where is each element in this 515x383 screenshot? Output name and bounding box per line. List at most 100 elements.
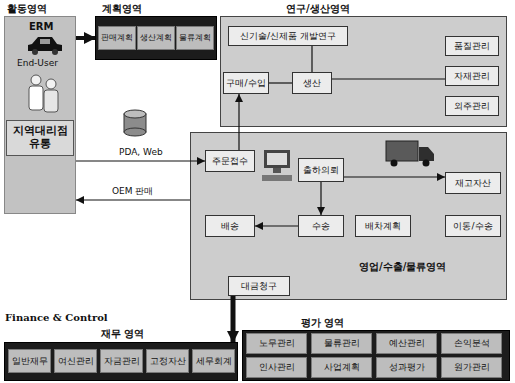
box-text: 배차계획 bbox=[365, 221, 401, 231]
process-box: 생산계획 bbox=[137, 26, 175, 50]
car-body bbox=[28, 37, 62, 51]
process-box: 물류관리 bbox=[311, 333, 372, 354]
region-heading: 평가 영역 bbox=[301, 317, 344, 329]
person-body bbox=[44, 90, 58, 112]
process-box: 자금관리 bbox=[100, 349, 143, 373]
box-text: 성과평가 bbox=[389, 362, 425, 372]
process-box: 인사관리 bbox=[246, 357, 307, 378]
box-text: 생산 bbox=[303, 78, 321, 88]
box-text: 세무회계 bbox=[196, 356, 232, 366]
box-text: 고정자산 bbox=[150, 356, 186, 366]
flow-arrow bbox=[231, 296, 236, 342]
box-text: 일반재무 bbox=[12, 356, 48, 366]
process-box: 성과평가 bbox=[376, 357, 437, 378]
truck-cab bbox=[419, 147, 434, 161]
box-text: 물류계획 bbox=[179, 33, 211, 42]
person-body bbox=[29, 86, 43, 110]
box-text: 재고자산 bbox=[455, 178, 491, 188]
box-text: 품질관리 bbox=[454, 41, 490, 51]
person-head bbox=[31, 75, 41, 85]
truck-wheel bbox=[391, 160, 398, 167]
sales-panel: 영업/수출/물류영역주문접수출하의뢰재고자산배송수송배차계획이동/수송대금청구 bbox=[190, 132, 507, 300]
box-text: 배송 bbox=[221, 221, 239, 231]
monitor bbox=[264, 150, 290, 168]
box-text: 원가관리 bbox=[454, 362, 490, 372]
box-text: 대금청구 bbox=[241, 281, 277, 291]
connector bbox=[255, 225, 298, 226]
connector bbox=[238, 94, 239, 150]
process-box: 수송 bbox=[298, 215, 344, 237]
process-box: 물류계획 bbox=[176, 26, 214, 50]
box-text: 손익분석 bbox=[454, 338, 490, 348]
process-box: 고정자산 bbox=[146, 349, 189, 373]
truck-cargo bbox=[386, 141, 418, 161]
finance-panel: 재무 영역일반재무여신관리자금관리고정자산세무회계 bbox=[4, 342, 238, 381]
truck-wheel bbox=[423, 160, 430, 167]
process-box: 대금청구 bbox=[228, 276, 290, 296]
monitor-stand bbox=[273, 168, 281, 173]
box-text: 수송 bbox=[312, 221, 330, 231]
process-box: 예산관리 bbox=[376, 333, 437, 354]
box-text: 외주관리 bbox=[454, 101, 490, 111]
process-box: 배차계획 bbox=[355, 215, 411, 237]
process-box: 판매계획 bbox=[98, 26, 136, 50]
process-box: 일반재무 bbox=[8, 349, 51, 373]
section-label: Finance & Control bbox=[5, 312, 108, 324]
evaluation-panel: 평가 영역노무관리물류관리예산관리손익분석인사관리사업계획성과평가원가관리 bbox=[242, 330, 510, 381]
keyboard bbox=[262, 175, 292, 181]
icon-label: ERM bbox=[29, 21, 53, 33]
screen bbox=[267, 153, 287, 165]
box-text: 출하의뢰 bbox=[303, 165, 339, 175]
process-box: 구매/수입 bbox=[223, 72, 269, 94]
computer-icon bbox=[262, 150, 292, 181]
box-text: 지역대리점 유통 bbox=[7, 125, 73, 150]
car-wheel bbox=[52, 49, 58, 55]
region-heading: 재무 영역 bbox=[101, 328, 144, 340]
process-box: 손익분석 bbox=[441, 333, 502, 354]
car-window bbox=[40, 39, 50, 44]
process-box: 외주관리 bbox=[445, 96, 499, 116]
process-box: 품질관리 bbox=[445, 36, 499, 56]
box-text: 신기술/신제품 개발연구 bbox=[240, 31, 336, 41]
process-box: 생산 bbox=[292, 72, 332, 94]
channel-box: 지역대리점 유통 bbox=[6, 120, 74, 156]
connector bbox=[76, 160, 205, 161]
process-box: 여신관리 bbox=[54, 349, 97, 373]
car-icon bbox=[28, 37, 62, 55]
process-box: 배송 bbox=[205, 215, 255, 237]
planning-panel: 계획영역판매계획생산계획물류계획 bbox=[95, 16, 217, 60]
process-box: 출하의뢰 bbox=[298, 158, 344, 182]
process-box: 사업계획 bbox=[311, 357, 372, 378]
truck-icon bbox=[386, 141, 434, 167]
database-icon bbox=[124, 110, 146, 136]
edge-label: OEM 판매 bbox=[112, 185, 153, 197]
box-text: 노무관리 bbox=[259, 338, 295, 348]
region-heading: 계획영역 bbox=[102, 3, 142, 15]
database-body bbox=[124, 114, 146, 132]
icon-label: End-User bbox=[17, 57, 58, 69]
box-text: 이동/수송 bbox=[453, 221, 492, 231]
box-text: 물류관리 bbox=[324, 338, 360, 348]
box-text: 자금관리 bbox=[104, 356, 140, 366]
box-text: 자재관리 bbox=[454, 71, 490, 81]
people-icon bbox=[29, 75, 58, 112]
region-heading: 활동영역 bbox=[7, 3, 47, 15]
connector bbox=[332, 78, 445, 79]
process-box: 노무관리 bbox=[246, 333, 307, 354]
connector bbox=[311, 46, 312, 72]
region-heading: 영업/수출/물류영역 bbox=[359, 261, 446, 273]
process-box: 원가관리 bbox=[441, 357, 502, 378]
box-text: 생산계획 bbox=[140, 33, 172, 42]
box-text: 구매/수입 bbox=[226, 78, 265, 88]
flow-arrow bbox=[76, 36, 95, 40]
person-head bbox=[46, 79, 56, 89]
database-top bbox=[124, 110, 146, 118]
box-text: 판매계획 bbox=[101, 33, 133, 42]
connector bbox=[344, 176, 445, 177]
edge-label: PDA, Web bbox=[119, 146, 163, 158]
database-bottom bbox=[124, 128, 146, 136]
box-text: 여신관리 bbox=[58, 356, 94, 366]
